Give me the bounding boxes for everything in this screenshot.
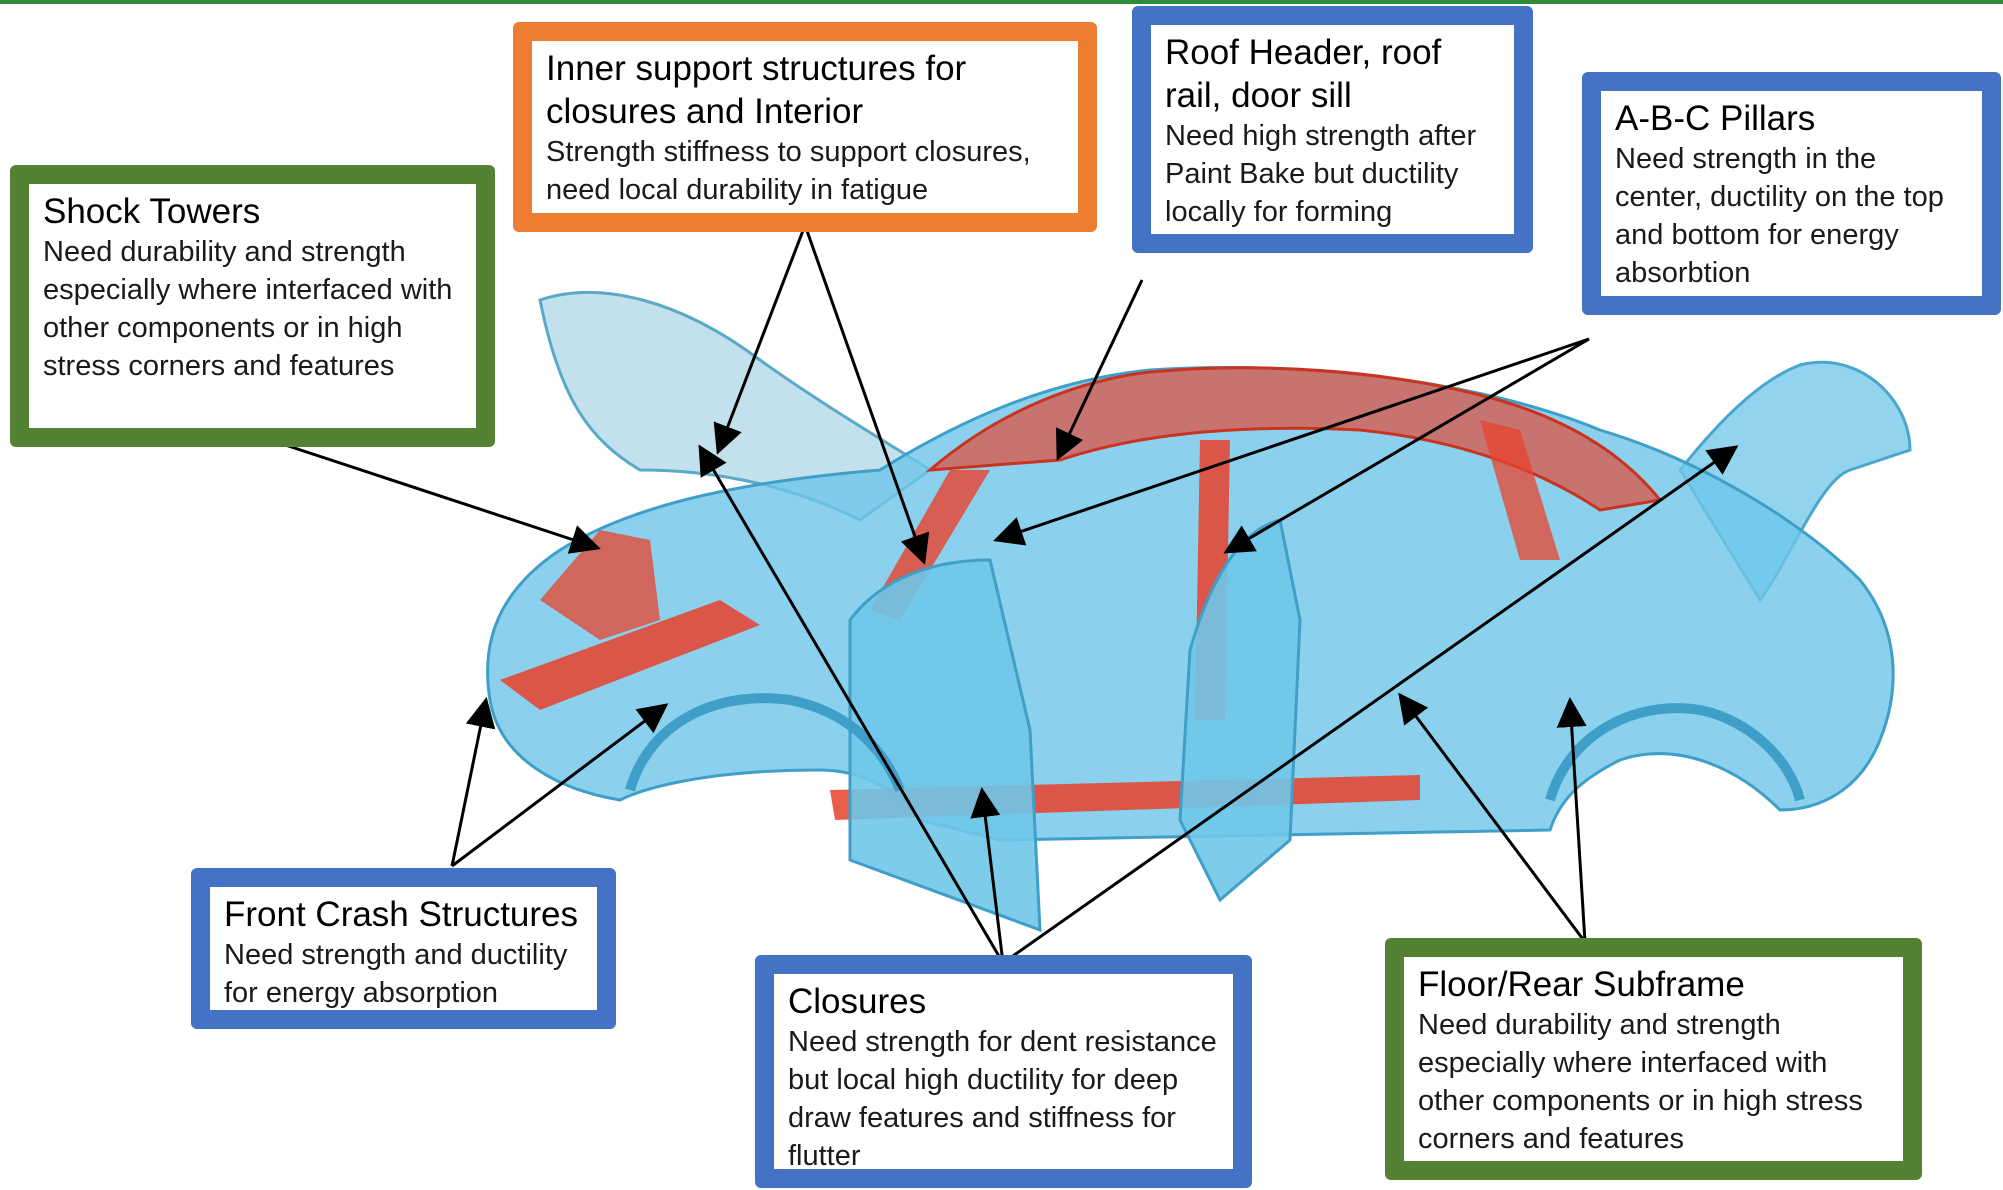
- callout-title: Roof Header, roof rail, door sill: [1165, 33, 1442, 115]
- arrow-floor-1: [1398, 692, 1587, 943]
- arrow-inner-support-2: [804, 227, 930, 565]
- front-wheel-arch: [625, 693, 905, 792]
- top-rule: [0, 0, 2003, 4]
- callout-title: A-B-C Pillars: [1615, 99, 1816, 138]
- callout-title: Closures: [788, 982, 927, 1021]
- callout-roof-header: Roof Header, roof rail, door sill Need h…: [1132, 6, 1533, 253]
- callout-front-crash: Front Crash Structures Need strength and…: [191, 868, 616, 1029]
- arrow-inner-support-1: [713, 227, 806, 455]
- leader-lines: [254, 227, 1739, 965]
- callout-inner-support: Inner support structures for closures an…: [513, 22, 1097, 232]
- arrow-roof-header: [1055, 279, 1144, 461]
- front-crash-rail: [500, 600, 760, 710]
- callout-title-text: Inner support structures for closures an…: [546, 49, 967, 131]
- callout-desc: Need high strength after Paint Bake but …: [1165, 120, 1477, 228]
- callout-desc: Need strength and ductility for energy a…: [224, 939, 568, 1009]
- arrow-front-crash-1: [450, 697, 496, 867]
- shock-tower-structure: [540, 530, 660, 640]
- callout-shock-towers: Shock Towers Need durability and strengt…: [10, 165, 495, 447]
- arrow-closures-1: [698, 444, 1005, 964]
- arrow-floor-2: [1556, 697, 1587, 943]
- callout-floor-subframe: Floor/Rear Subframe Need durability and …: [1385, 938, 1922, 1180]
- callout-desc: Need strength for dent resistance but lo…: [788, 1026, 1217, 1172]
- front-door: [848, 558, 1042, 933]
- arrow-front-crash-2: [451, 703, 669, 868]
- arrow-shock-towers: [254, 433, 601, 554]
- callout-pillars: A-B-C Pillars Need strength in the cente…: [1582, 72, 2001, 315]
- arrow-closures-2: [970, 787, 1005, 964]
- rear-wheel-arch: [1545, 703, 1805, 802]
- arrow-pillars-2: [1223, 337, 1590, 554]
- arrow-pillars-1: [993, 337, 1590, 546]
- callout-closures: Closures Need strength for dent resistan…: [755, 955, 1252, 1188]
- callout-desc: Strength stiffness to support closures, …: [546, 136, 1031, 206]
- callout-title: Front Crash Structures: [224, 895, 578, 934]
- car-body: [486, 291, 1912, 933]
- arrow-closures-3: [1002, 445, 1739, 965]
- callout-desc: Need strength in the center, ductility o…: [1615, 143, 1944, 289]
- callout-title: Shock Towers: [43, 192, 261, 231]
- callout-desc: Need durability and strength especially …: [1418, 1009, 1863, 1155]
- c-pillar: [1480, 420, 1560, 560]
- callout-title: Inner support structures for closures an…: [546, 47, 1064, 133]
- callout-title: Floor/Rear Subframe: [1418, 965, 1745, 1004]
- callout-desc: Need durability and strength especially …: [43, 236, 453, 382]
